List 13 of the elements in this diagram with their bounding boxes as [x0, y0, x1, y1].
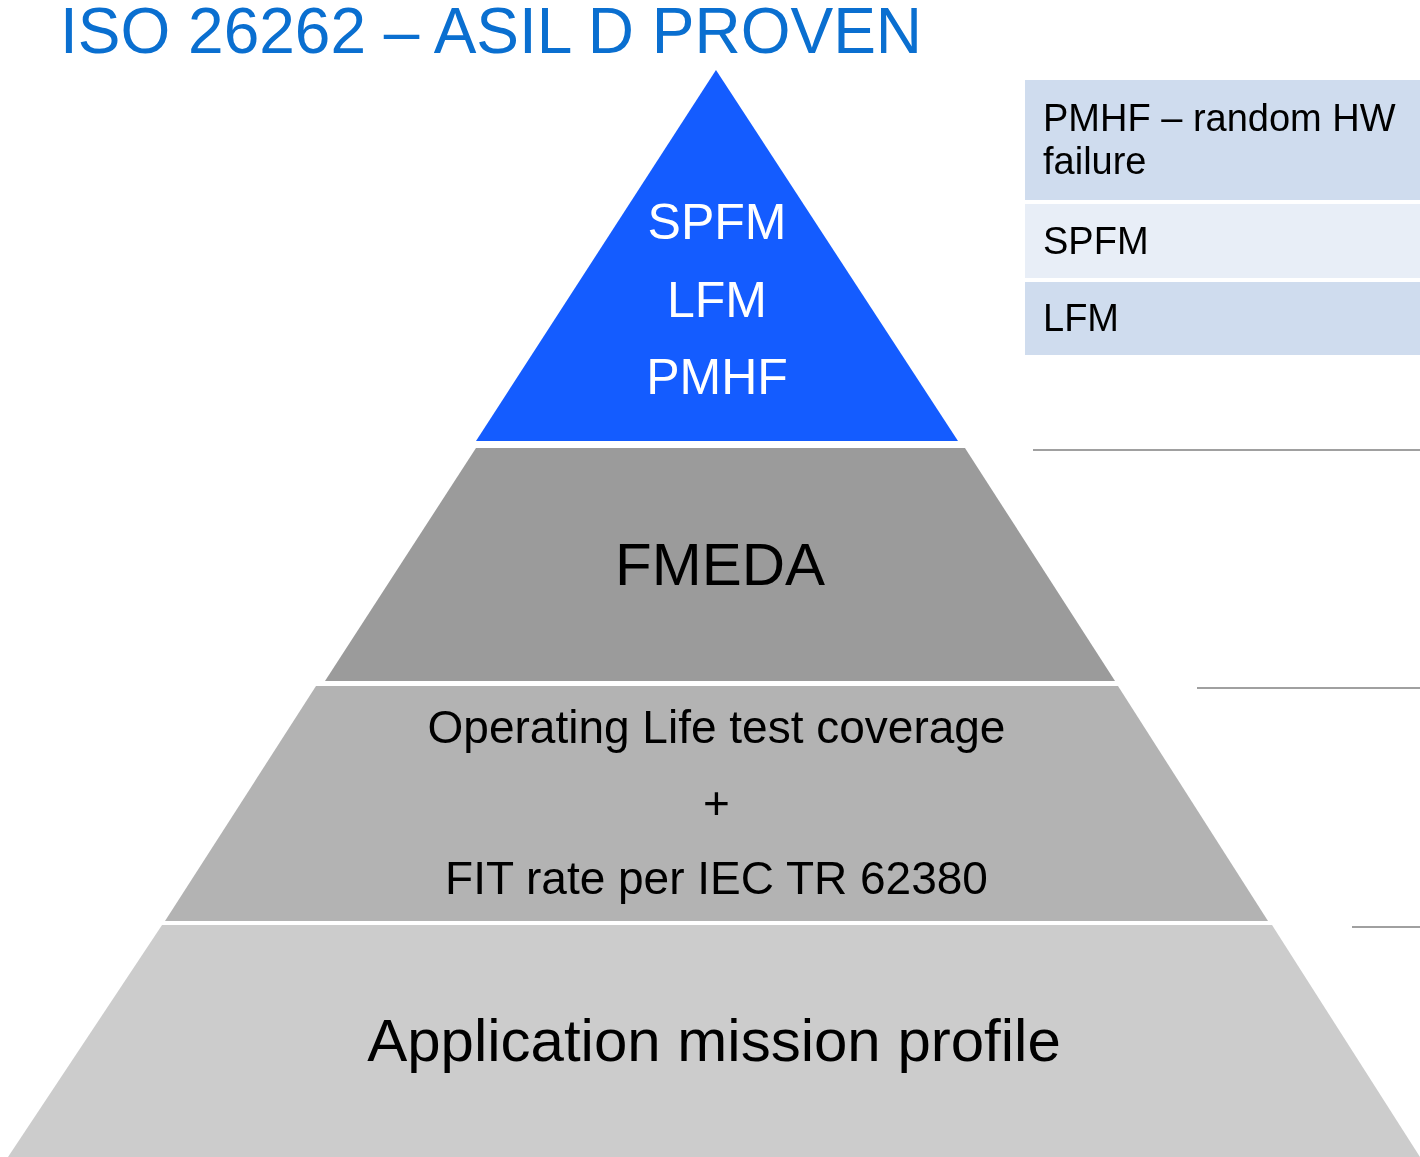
pyramid-tier	[8, 925, 1420, 1157]
tier-label: Application mission profile	[367, 1006, 1061, 1076]
table-cell: PMHF – random HW failure	[1025, 80, 1420, 200]
tier-label: PMHF	[646, 348, 788, 408]
tier-label: +	[703, 775, 730, 831]
tier-label: FMEDA	[615, 529, 825, 600]
tier-label: Operating Life test coverage	[427, 699, 1006, 755]
title: ISO 26262 – ASIL D PROVEN	[60, 0, 923, 68]
tier-label: SPFM	[647, 193, 787, 253]
tier-label: FIT rate per IEC TR 62380	[445, 851, 988, 907]
table-cell: LFM	[1025, 282, 1420, 355]
table-cell: SPFM	[1025, 204, 1420, 278]
tier-label: LFM	[667, 270, 767, 330]
